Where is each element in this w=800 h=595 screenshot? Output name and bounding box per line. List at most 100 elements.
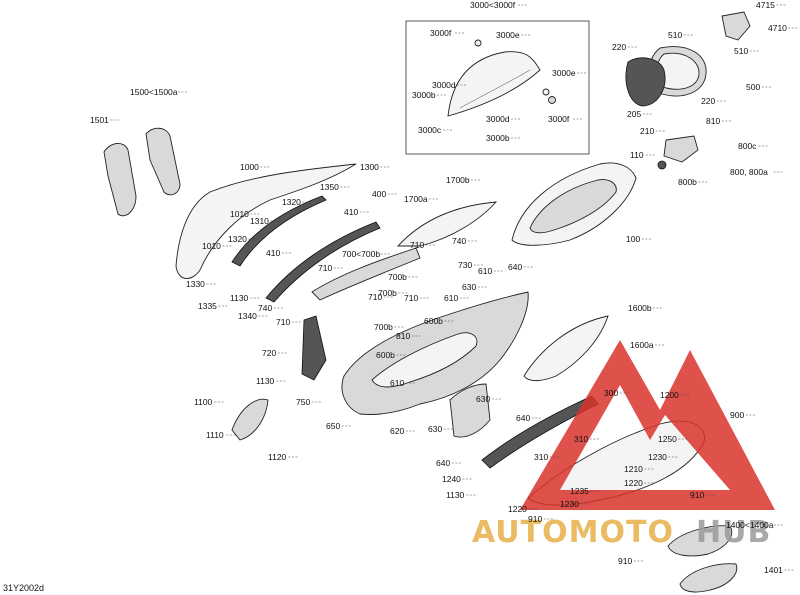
callout-label: 650 xyxy=(326,421,340,431)
callout-label: 710 xyxy=(318,263,332,273)
mirror-cover-part xyxy=(625,57,666,107)
callout-label: 205 xyxy=(627,109,641,119)
windshield-part xyxy=(447,51,541,117)
callout-label: 1340 xyxy=(238,311,257,321)
callout-label: 610 xyxy=(390,378,404,388)
diagram-reference-code: 31Y2002d xyxy=(3,583,44,593)
callout-label: 3000d xyxy=(432,80,456,90)
callout-label: 700b xyxy=(388,272,407,282)
callout-label: 210 xyxy=(640,126,654,136)
callout-label: 510 xyxy=(734,46,748,56)
callout-label: 1500<1500a xyxy=(130,87,178,97)
callout-label: 1300 xyxy=(360,162,379,172)
callout-label: 630 xyxy=(476,394,490,404)
callout-label: 810 xyxy=(396,331,410,341)
callout-label: 700b xyxy=(374,322,393,332)
callout-label: 600b xyxy=(376,350,395,360)
callout-label: 1350 xyxy=(320,182,339,192)
right-trim-part xyxy=(145,127,181,196)
watermark-logo-icon xyxy=(520,340,775,510)
callout-label: 910 xyxy=(618,556,632,566)
callout-label: 1230 xyxy=(648,452,667,462)
callout-label: 800, 800a xyxy=(730,167,768,177)
callout-label: 910 xyxy=(690,490,704,500)
bottom-trim-part xyxy=(679,563,738,593)
callout-label: 610 xyxy=(478,266,492,276)
callout-label: 3000f xyxy=(430,28,452,38)
callout-label: 700<700b xyxy=(342,249,380,259)
callout-label: 400 xyxy=(372,189,386,199)
callout-label: 1235 xyxy=(570,486,589,496)
callout-label: 3000d xyxy=(486,114,510,124)
callout-label: 1400<1400a xyxy=(726,520,774,530)
front-panel-part xyxy=(175,163,357,279)
callout-label: 1130 xyxy=(256,376,275,386)
callout-label: 3000e xyxy=(496,30,520,40)
callout-label: 300 xyxy=(604,388,618,398)
callout-label: 1600b xyxy=(628,303,652,313)
callout-label: 1330 xyxy=(186,279,205,289)
callout-label: 1310 xyxy=(250,216,269,226)
callout-label: 1200 xyxy=(660,390,679,400)
callout-label: 750 xyxy=(296,397,310,407)
callout-label: 710 xyxy=(410,240,424,250)
callout-label: 1220 xyxy=(508,504,527,514)
callout-label: 800c xyxy=(738,141,757,151)
callout-label: 1335 xyxy=(198,301,217,311)
callout-label: 410 xyxy=(344,207,358,217)
callout-label: 3000b xyxy=(412,90,436,100)
mount-part xyxy=(663,135,699,163)
callout-label: 4710 xyxy=(768,23,787,33)
callout-label: 720 xyxy=(262,348,276,358)
callout-label: 730 xyxy=(458,260,472,270)
callout-label: 220 xyxy=(701,96,715,106)
frame-rail-part xyxy=(311,247,421,301)
callout-label: 1120 xyxy=(268,452,287,462)
callout-label: 1130 xyxy=(446,490,465,500)
callout-label: 1010 xyxy=(230,209,249,219)
callout-label: 1700a xyxy=(404,194,428,204)
callout-label: 1700b xyxy=(446,175,470,185)
callout-label: 3000f xyxy=(548,114,570,124)
right-side-panel-part xyxy=(523,315,609,382)
callout-label: 1240 xyxy=(442,474,461,484)
callout-label: 700b xyxy=(378,288,397,298)
callout-label: 1210 xyxy=(624,464,643,474)
callout-label: 630 xyxy=(428,424,442,434)
side-strip-part xyxy=(265,221,381,303)
callout-label: 1320 xyxy=(228,234,247,244)
callout-label: 1401 xyxy=(764,565,783,575)
callout-label: 900 xyxy=(730,410,744,420)
callout-label: 630 xyxy=(462,282,476,292)
callout-label: 110 xyxy=(630,150,644,160)
callout-label: 610 xyxy=(444,293,458,303)
callout-label: 710 xyxy=(368,292,382,302)
callout-label: 640 xyxy=(516,413,530,423)
callout-label: 800b xyxy=(678,177,697,187)
callout-label: 640 xyxy=(508,262,522,272)
callout-label: 500 xyxy=(746,82,760,92)
callout-label: 3000e xyxy=(552,68,576,78)
callout-label: 1010 xyxy=(202,241,221,251)
lower-trim-part xyxy=(667,525,733,557)
callout-label: 740 xyxy=(452,236,466,246)
watermark-text-automoto: AUTOMOTO xyxy=(472,515,674,550)
callout-label: 1600a xyxy=(630,340,654,350)
callout-label: 810 xyxy=(706,116,720,126)
callout-label: 910 xyxy=(528,514,542,524)
watermark-text-hub: HUB xyxy=(696,515,771,550)
callout-label: 3000<3000f xyxy=(470,0,516,10)
callout-label: 1000 xyxy=(240,162,259,172)
small-cover-part xyxy=(231,398,269,441)
bracket-part xyxy=(721,11,751,41)
upper-cover-part xyxy=(396,201,498,247)
callout-label: 1320 xyxy=(282,197,301,207)
callout-label: 1220 xyxy=(624,478,643,488)
left-trim-part xyxy=(103,143,137,217)
callout-label: 220 xyxy=(612,42,626,52)
callout-label: 4715 xyxy=(756,0,775,10)
callout-label: 1130 xyxy=(230,293,249,303)
callout-label: 620 xyxy=(390,426,404,436)
